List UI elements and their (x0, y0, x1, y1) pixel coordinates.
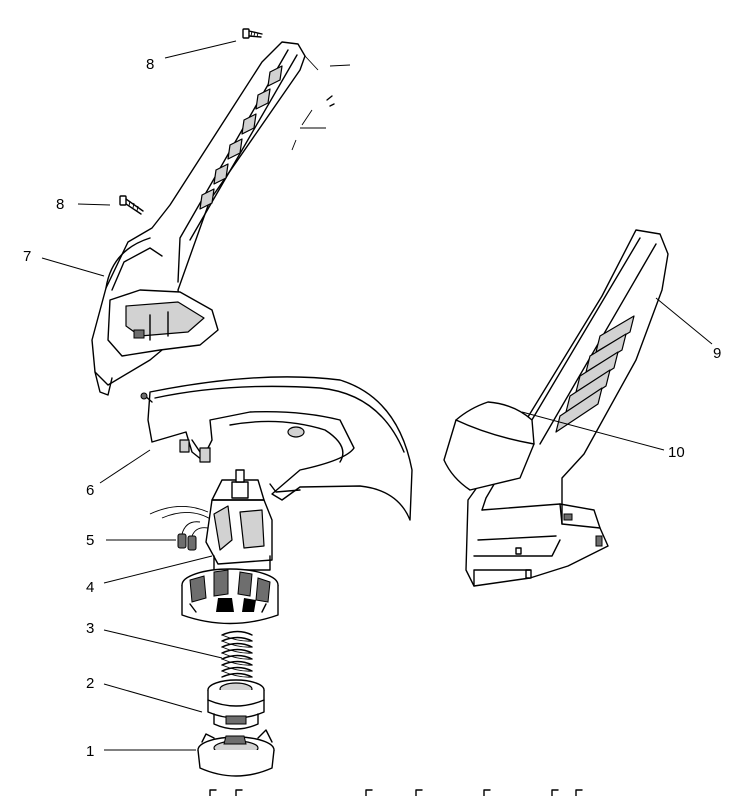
part-4-motor (181, 469, 279, 625)
callout-2: 2 (86, 675, 94, 692)
leader-9 (655, 297, 713, 345)
leader-lines (41, 40, 713, 751)
leader-3 (103, 629, 223, 659)
callout-3: 3 (86, 620, 94, 637)
leader-8-lower (77, 203, 111, 206)
part-2-spool (207, 679, 265, 730)
part-6-guard (140, 376, 413, 521)
leader-8-upper (164, 40, 237, 59)
callout-7: 7 (23, 248, 31, 265)
callout-10: 10 (668, 444, 685, 461)
part-8-lower-screw (119, 195, 144, 215)
part-3-spring (221, 630, 253, 678)
callout-labels: 8 8 7 6 5 4 3 2 1 9 10 (23, 56, 721, 760)
part-7-upper-housing (91, 41, 351, 396)
part-1-bump-knob (197, 729, 275, 777)
part-8-upper-screw (242, 28, 263, 39)
callout-6: 6 (86, 482, 94, 499)
leader-4 (103, 555, 213, 584)
callout-1: 1 (86, 743, 94, 760)
callout-4: 4 (86, 579, 94, 596)
leader-10 (521, 411, 665, 451)
part-5-connectors (149, 506, 213, 551)
callout-8-upper: 8 (146, 56, 154, 73)
leader-7 (41, 257, 105, 277)
callout-9: 9 (713, 345, 721, 362)
leader-6 (99, 449, 151, 484)
leader-2 (103, 683, 203, 713)
bottom-edge-marks (209, 789, 583, 796)
callout-5: 5 (86, 532, 94, 549)
part-10-grip (443, 401, 535, 491)
callout-8-lower: 8 (56, 196, 64, 213)
part-9-handle-half (465, 229, 669, 587)
